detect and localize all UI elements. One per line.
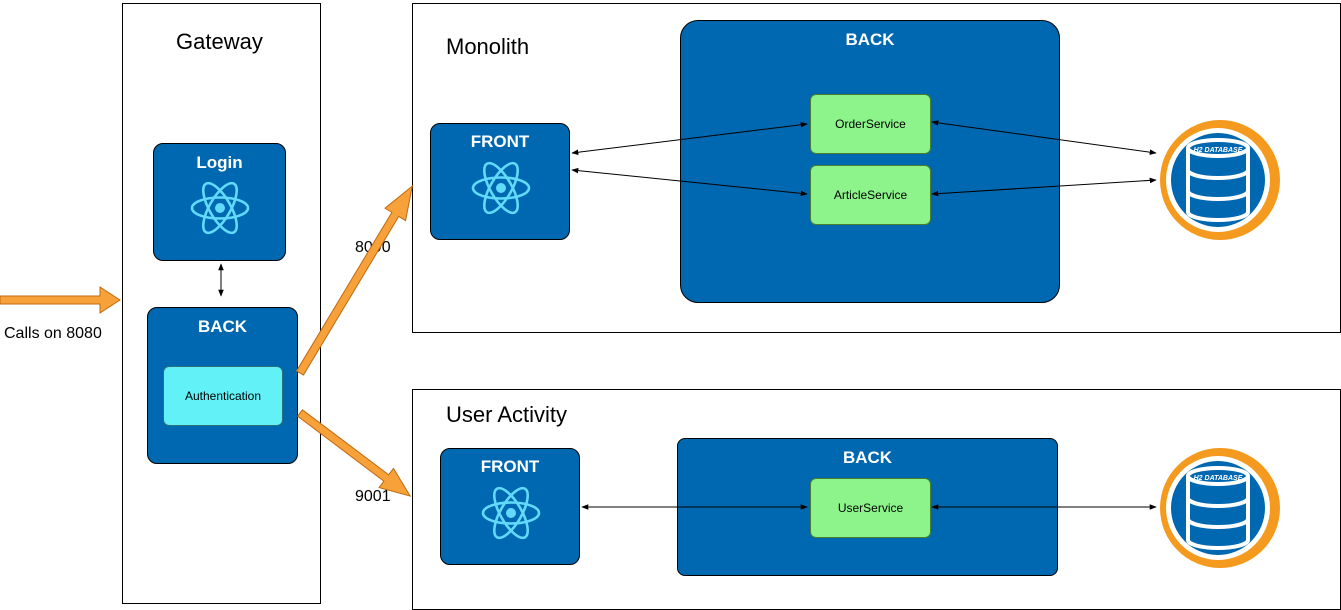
article-service[interactable]: ArticleService	[810, 165, 931, 225]
login-box[interactable]: Login	[153, 143, 286, 261]
h2-database-icon: H2 DATABASE	[1160, 120, 1280, 240]
front-article-connector	[571, 167, 808, 197]
monolith-back-title: BACK	[845, 30, 895, 49]
article-db-connector	[931, 177, 1157, 197]
user-activity-back-title: BACK	[842, 448, 893, 467]
user-activity-front-box[interactable]: FRONT	[440, 448, 580, 565]
gateway-back-box[interactable]: BACK Authentication	[147, 307, 298, 464]
react-icon	[481, 486, 541, 540]
gateway-title: Gateway	[176, 29, 263, 54]
user-activity-db-label: H2 DATABASE	[1194, 475, 1243, 482]
monolith-front-box[interactable]: FRONT	[430, 123, 570, 240]
user-activity-front-title: FRONT	[480, 457, 540, 476]
login-title: Login	[196, 153, 243, 172]
user-service[interactable]: UserService	[810, 478, 931, 538]
front-order-connector	[571, 121, 808, 156]
gateway-panel: Gateway	[122, 3, 321, 604]
entry-label: Calls on 8080	[4, 325, 102, 342]
authentication-service[interactable]: Authentication	[163, 366, 283, 426]
order-db-connector	[931, 120, 1157, 155]
react-icon	[471, 161, 531, 215]
entry-arrow	[0, 286, 121, 314]
gateway-back-title: BACK	[197, 317, 248, 336]
monolith-title: Monolith	[446, 34, 530, 59]
user-activity-port-label: 9001	[355, 488, 391, 505]
monolith-route-arrow	[295, 184, 414, 376]
user-activity-route-arrow	[296, 409, 412, 497]
monolith-back-box[interactable]: BACK OrderService ArticleService	[680, 20, 1060, 303]
order-service[interactable]: OrderService	[810, 94, 931, 154]
react-icon	[190, 181, 250, 235]
monolith-db-label: H2 DATABASE	[1194, 147, 1243, 154]
h2-database-icon: H2 DATABASE	[1160, 448, 1280, 568]
monolith-front-title: FRONT	[470, 132, 530, 151]
user-activity-title: User Activity	[446, 402, 568, 427]
